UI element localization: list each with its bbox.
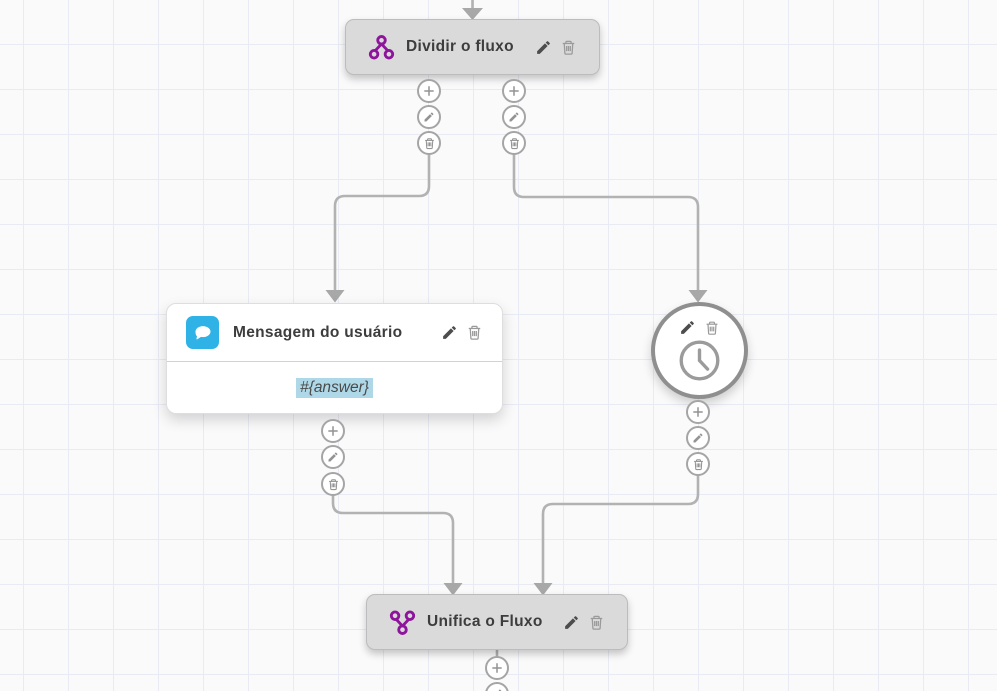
- pencil-icon: [565, 615, 578, 629]
- delete-node-button[interactable]: [560, 39, 577, 56]
- arrowhead-into-timer: [688, 290, 708, 303]
- edit-connection-button[interactable]: [485, 682, 509, 691]
- connector-message-to-merge: [331, 484, 455, 584]
- edit-connection-button[interactable]: [686, 426, 710, 450]
- trash-icon: [590, 615, 603, 630]
- pencil-icon: [328, 452, 338, 462]
- connector-split-to-timer: [512, 143, 700, 292]
- trash-icon: [509, 137, 519, 149]
- edit-node-button[interactable]: [535, 39, 552, 56]
- node-title: Unifica o Fluxo: [427, 613, 543, 630]
- connector-split-to-message: [333, 143, 431, 291]
- edit-node-button[interactable]: [679, 319, 696, 336]
- variable-chip: #{answer}: [296, 377, 373, 398]
- plus-icon: [328, 426, 338, 436]
- plus-icon: [509, 86, 519, 96]
- edit-connection-button[interactable]: [321, 445, 345, 469]
- delete-connection-button[interactable]: [321, 472, 345, 496]
- delete-node-button[interactable]: [466, 324, 483, 341]
- trash-icon: [693, 458, 703, 470]
- plus-icon: [424, 86, 434, 96]
- edit-node-button[interactable]: [441, 324, 458, 341]
- arrowhead-into-message: [325, 290, 345, 303]
- delete-node-button[interactable]: [588, 614, 605, 631]
- pencil-icon: [537, 40, 550, 54]
- pencil-icon: [693, 433, 703, 443]
- split-branch-icon: [368, 34, 395, 61]
- plus-icon: [693, 407, 703, 417]
- node-split-flow[interactable]: Dividir o fluxo: [345, 19, 600, 75]
- pencil-icon: [509, 112, 519, 122]
- pencil-icon: [443, 326, 456, 339]
- trash-icon: [468, 325, 481, 340]
- edit-connection-button[interactable]: [417, 105, 441, 129]
- add-step-button[interactable]: [502, 79, 526, 103]
- delete-connection-button[interactable]: [417, 131, 441, 155]
- trash-icon: [562, 40, 575, 55]
- trash-icon: [424, 137, 434, 149]
- delete-node-button[interactable]: [704, 319, 720, 336]
- node-merge-flow[interactable]: Unifica o Fluxo: [366, 594, 628, 650]
- plus-icon: [492, 663, 502, 673]
- add-step-button[interactable]: [686, 400, 710, 424]
- delete-connection-button[interactable]: [502, 131, 526, 155]
- merge-branch-icon: [389, 609, 416, 636]
- node-title: Dividir o fluxo: [406, 38, 514, 55]
- clock-icon: [677, 338, 722, 388]
- card-divider: [167, 361, 502, 362]
- trash-icon: [328, 478, 338, 490]
- node-timer[interactable]: [651, 302, 748, 399]
- add-step-button[interactable]: [485, 656, 509, 680]
- add-step-button[interactable]: [321, 419, 345, 443]
- chat-bubble-icon: [186, 316, 219, 349]
- trash-icon: [706, 321, 718, 335]
- pencil-icon: [424, 112, 434, 122]
- edit-connection-button[interactable]: [502, 105, 526, 129]
- pencil-icon: [681, 321, 694, 334]
- node-title: Mensagem do usuário: [233, 323, 403, 341]
- add-step-button[interactable]: [417, 79, 441, 103]
- edit-node-button[interactable]: [563, 614, 580, 631]
- delete-connection-button[interactable]: [686, 452, 710, 476]
- connector-timer-to-merge: [541, 464, 700, 584]
- node-user-message[interactable]: Mensagem do usuário #{answer}: [166, 303, 503, 414]
